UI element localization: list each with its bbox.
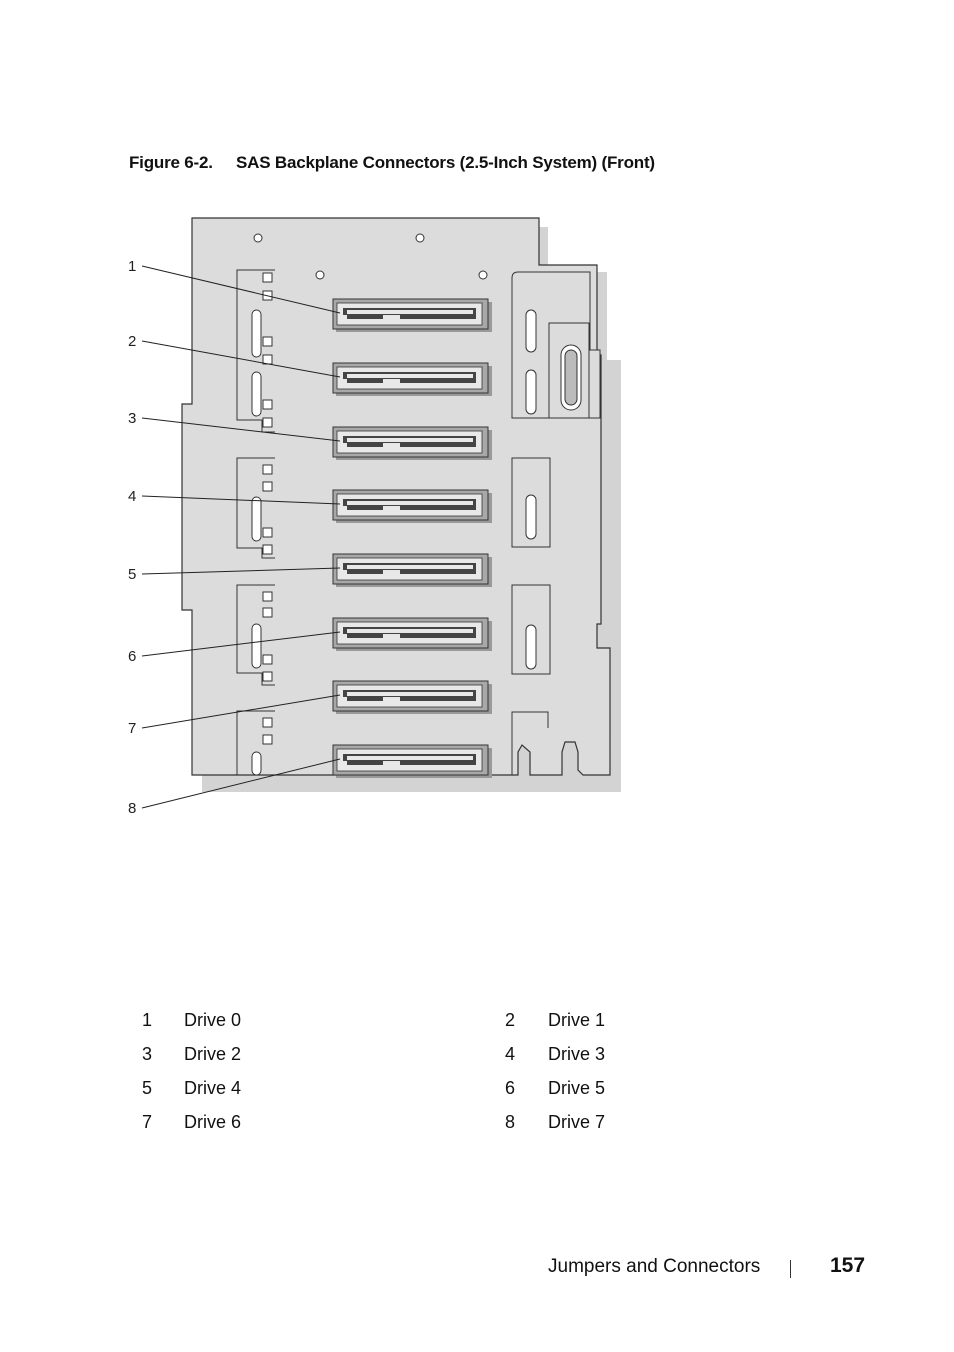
legend-number: 2 — [505, 1010, 516, 1030]
legend-number: 6 — [505, 1078, 516, 1098]
figure-caption: Figure 6-2. SAS Backplane Connectors (2.5… — [129, 153, 655, 173]
legend-label: Drive 6 — [184, 1112, 242, 1132]
footer-separator — [790, 1260, 791, 1278]
legend-row: 3 Drive 2 4 Drive 3 — [140, 1044, 740, 1074]
drive-connector — [332, 680, 492, 714]
legend-label: Drive 2 — [184, 1044, 242, 1064]
legend-label: Drive 7 — [548, 1112, 606, 1132]
legend-label: Drive 5 — [548, 1078, 606, 1098]
drive-connector — [332, 426, 492, 460]
legend-row: 1 Drive 0 2 Drive 1 — [140, 1010, 740, 1040]
legend-number: 7 — [142, 1112, 153, 1132]
mounting-holes — [253, 233, 488, 280]
callout-leader-line — [141, 340, 341, 378]
figure-title: SAS Backplane Connectors (2.5-Inch Syste… — [236, 153, 655, 172]
callout-number: 2 — [128, 333, 136, 350]
legend-row: 7 Drive 6 8 Drive 7 — [140, 1112, 740, 1142]
figure-number: Figure 6-2. — [129, 153, 213, 172]
callout-leaders — [141, 265, 341, 809]
drive-connector — [332, 298, 492, 332]
drive-connector — [332, 362, 492, 396]
callout-leader-line — [141, 495, 341, 505]
drive-connector — [332, 744, 492, 778]
callout-number: 3 — [128, 410, 136, 427]
right-cutouts — [511, 271, 601, 775]
callout-number: 5 — [128, 566, 136, 583]
legend-label: Drive 3 — [548, 1044, 606, 1064]
legend-number: 1 — [142, 1010, 153, 1030]
legend-number: 8 — [505, 1112, 516, 1132]
callout-numbers: 1 2 3 4 5 6 7 8 — [128, 258, 136, 817]
callout-number: 8 — [128, 800, 136, 817]
callout-number: 1 — [128, 258, 136, 275]
callout-leader-line — [141, 417, 341, 442]
callout-number: 6 — [128, 648, 136, 665]
legend-label: Drive 4 — [184, 1078, 242, 1098]
legend-number: 4 — [505, 1044, 516, 1064]
callout-leader-line — [141, 265, 341, 314]
callout-leader-line — [141, 758, 341, 809]
callout-leader-line — [141, 631, 341, 657]
callout-leader-line — [141, 694, 341, 729]
callout-leader-line — [141, 567, 341, 575]
page-number: 157 — [830, 1254, 866, 1277]
drive-connector — [332, 617, 492, 651]
drive-connectors — [332, 298, 492, 778]
callout-number: 4 — [128, 488, 136, 505]
legend-number: 5 — [142, 1078, 153, 1098]
legend-row: 5 Drive 4 6 Drive 5 — [140, 1078, 740, 1108]
legend-number: 3 — [142, 1044, 153, 1064]
callout-number: 7 — [128, 720, 136, 737]
legend-label: Drive 1 — [548, 1010, 606, 1030]
page-footer: Jumpers and Connectors 157 — [0, 1254, 954, 1284]
drive-connector — [332, 489, 492, 523]
left-cutouts — [236, 269, 275, 776]
drive-connector — [332, 553, 492, 587]
legend-label: Drive 0 — [184, 1010, 242, 1030]
footer-section-title: Jumpers and Connectors — [548, 1256, 761, 1277]
